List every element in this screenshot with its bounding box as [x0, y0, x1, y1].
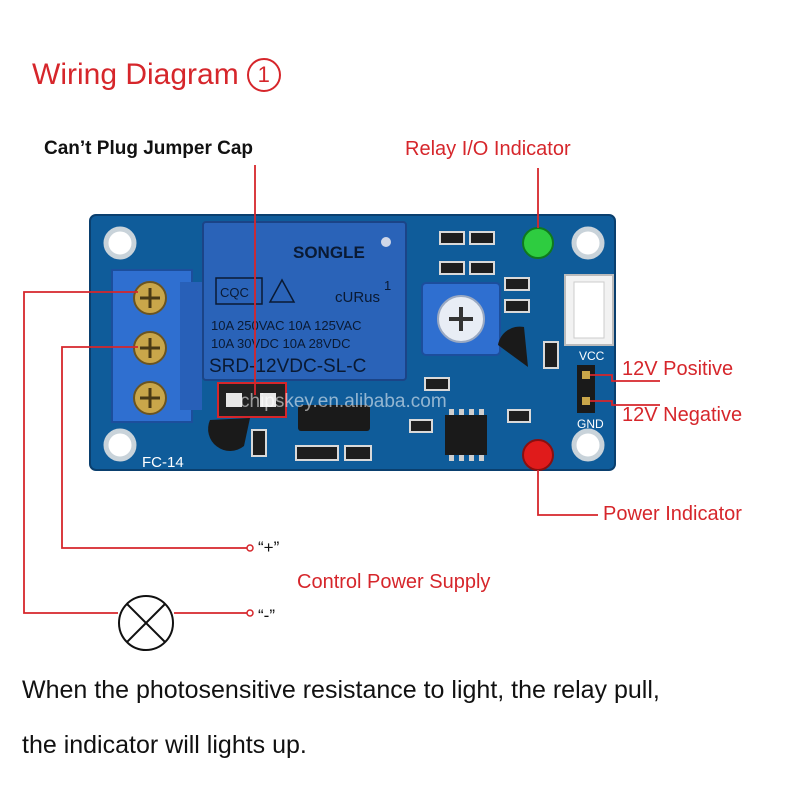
gnd-silkscreen: GND — [577, 417, 604, 431]
board-id: FC-14 — [142, 454, 184, 471]
power-led — [522, 439, 554, 471]
screw-terminal — [111, 269, 202, 423]
caption-line-1: When the photosensitive resistance to li… — [22, 676, 660, 704]
control-supply-label: Control Power Supply — [297, 571, 491, 593]
minus-terminal-label: “-” — [258, 606, 275, 625]
smd-components — [251, 231, 559, 461]
positive-label: 12V Positive — [622, 358, 734, 380]
relay-pin-number: 1 — [384, 278, 391, 293]
potentiometer — [421, 282, 501, 356]
relay-indicator-label: Relay I/O Indicator — [405, 138, 571, 160]
ic-chip — [445, 409, 487, 461]
caption-line-2: the indicator will lights up. — [22, 731, 307, 759]
relay-cert-mark: CQC — [220, 285, 249, 300]
relay-line1: 10A 250VAC 10A 125VAC — [211, 318, 362, 333]
jumper-label: Can’t Plug Jumper Cap — [44, 138, 254, 159]
mounting-holes — [103, 226, 605, 462]
vcc-silkscreen: VCC — [579, 349, 605, 363]
negative-label: 12V Negative — [622, 404, 743, 426]
title-number: 1 — [246, 58, 281, 92]
title-text: Wiring Diagram — [32, 58, 239, 91]
power-indicator-label: Power Indicator — [603, 503, 742, 525]
relay: SONGLE 10A 250VAC 10A 125VAC 10A 30VDC 1… — [202, 221, 407, 381]
callout-lines — [23, 165, 660, 614]
relay-led — [522, 227, 554, 259]
watermark: chipskey.en.alibaba.com — [240, 391, 447, 412]
relay-line2: 10A 30VDC 10A 28VDC — [211, 336, 350, 351]
relay-model: SRD-12VDC-SL-C — [209, 356, 366, 377]
lamp-symbol — [118, 595, 174, 651]
sensor-connector — [564, 274, 614, 346]
transistors — [208, 326, 528, 451]
relay-ul-mark: cURus — [335, 289, 380, 306]
plus-terminal-label: “+” — [258, 538, 280, 557]
relay-brand: SONGLE — [293, 243, 365, 262]
